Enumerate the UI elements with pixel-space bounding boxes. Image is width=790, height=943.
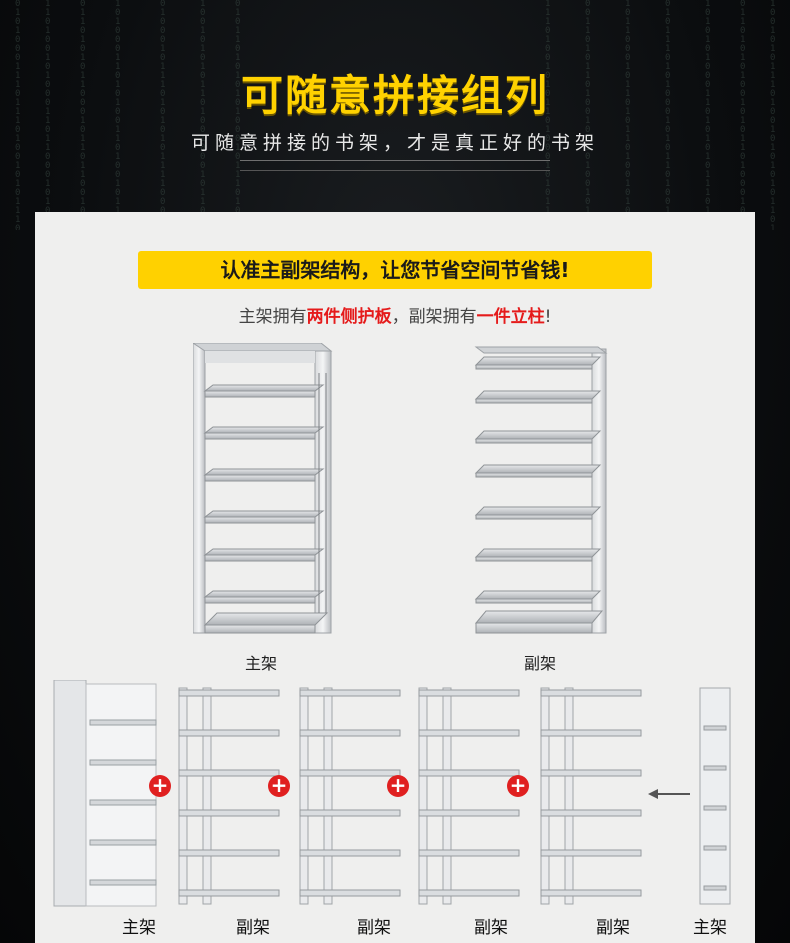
assembly-sub-shelf-image xyxy=(418,687,520,905)
note-text: ，副架拥有 xyxy=(391,307,477,327)
promo-banner: 认准主副架结构，让您节省空间节省钱! xyxy=(138,251,652,289)
digit-column: 0100010111010101011110001110100011010101 xyxy=(160,0,166,230)
assembly-sub-shelf-image xyxy=(299,687,401,905)
structure-note: 主架拥有两件侧护板，副架拥有一件立柱! xyxy=(0,302,790,327)
divider xyxy=(240,160,550,161)
page-title: 可随意拼接组列 xyxy=(240,71,549,120)
sub-shelf-caption: 副架 xyxy=(524,654,557,673)
digit-column: 1101001010001101100010100011011010101000 xyxy=(45,0,51,230)
digit-column: 1011000101101011010010101000111010100110 xyxy=(625,0,631,230)
note-highlight: 一件立柱 xyxy=(476,307,545,327)
plus-icon: + xyxy=(507,775,529,797)
plus-icon: + xyxy=(268,775,290,797)
digit-column: 1010001101010011010010111000101010100111 xyxy=(115,0,121,230)
assembly-label: 副架 xyxy=(596,918,630,938)
sub-shelf-image xyxy=(474,346,608,634)
digit-column: 1001010101101001000101100111010101011010 xyxy=(200,0,206,230)
arrow-left-icon xyxy=(648,789,690,799)
divider xyxy=(240,170,550,171)
plus-icon: + xyxy=(387,775,409,797)
assembly-sub-shelf-image xyxy=(540,687,642,905)
page-subtitle: 可随意拼接的书架，才是真正好的书架 xyxy=(190,132,599,154)
note-highlight: 两件侧护板 xyxy=(306,307,392,327)
assembly-label: 主架 xyxy=(693,918,727,938)
digit-column: 0110101011000101101100101000111010001101 xyxy=(80,0,86,230)
assembly-side-panel-image xyxy=(699,687,731,905)
assembly-label: 副架 xyxy=(236,918,270,938)
note-text: 主架拥有 xyxy=(238,307,307,327)
digit-column: 1010101000110101010111010001010100101101 xyxy=(705,0,711,230)
main-shelf-image xyxy=(193,343,333,634)
assembly-sub-shelf-image xyxy=(178,687,280,905)
digit-column: 1001010111010010101010110100101010111001 xyxy=(770,0,776,230)
assembly-label: 主架 xyxy=(122,918,156,938)
assembly-label: 副架 xyxy=(474,918,508,938)
digit-column: 0101000111011101001010111000100100101011 xyxy=(15,0,21,230)
assembly-main-shelf-image xyxy=(53,680,157,907)
note-text: ! xyxy=(544,307,552,327)
assembly-label: 副架 xyxy=(357,918,391,938)
main-shelf-caption: 主架 xyxy=(245,654,278,673)
plus-icon: + xyxy=(149,775,171,797)
